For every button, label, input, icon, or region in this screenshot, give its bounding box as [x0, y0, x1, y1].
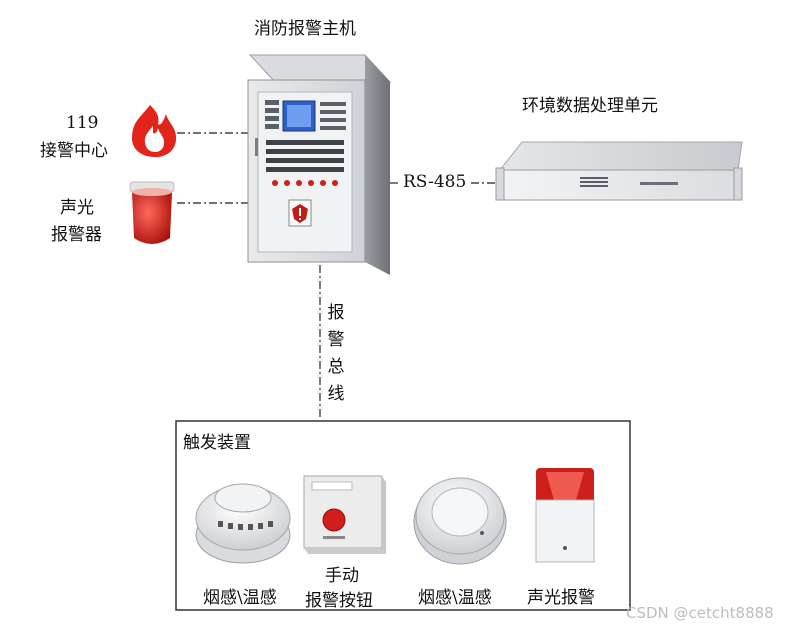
strobe-alarm-icon [535, 468, 595, 563]
smoke-detector-icon [413, 477, 507, 565]
sound-light-label-line2: 报警器 [51, 225, 102, 245]
connection-lines [177, 132, 498, 420]
alarm-center-name: 接警中心 [40, 141, 108, 161]
trigger-label-smoke-heat-1: 烟感\温感 [203, 588, 277, 608]
trigger-label-manual-line2: 报警按钮 [305, 591, 373, 611]
manual-alarm-button-icon [303, 475, 386, 554]
bus-char: 警 [327, 330, 345, 350]
bus-char: 总 [327, 357, 345, 377]
beacon-alarm-icon [129, 181, 175, 244]
trigger-label-manual-line1: 手动 [325, 566, 359, 586]
smoke-detector-icon [195, 483, 291, 564]
alarm-bus-label: 报 警 总 线 [326, 300, 346, 408]
bus-char: 线 [327, 384, 345, 404]
env-unit-title: 环境数据处理单元 [522, 96, 658, 116]
fire-flame-icon [132, 105, 177, 157]
rs485-label: RS-485 [403, 172, 467, 192]
bus-char: 报 [327, 303, 345, 323]
environment-unit-device [495, 141, 743, 201]
main-unit-title: 消防报警主机 [254, 19, 356, 39]
trigger-devices-box [175, 420, 631, 611]
sound-light-label-line1: 声光 [60, 198, 94, 218]
fire-alarm-cabinet [247, 54, 392, 275]
trigger-label-smoke-heat-2: 烟感\温感 [418, 588, 492, 608]
trigger-label-strobe: 声光报警 [527, 588, 595, 608]
trigger-devices-title: 触发装置 [183, 433, 251, 453]
watermark: CSDN @cetcht8888 [626, 604, 774, 622]
alarm-center-number: 119 [66, 113, 99, 133]
